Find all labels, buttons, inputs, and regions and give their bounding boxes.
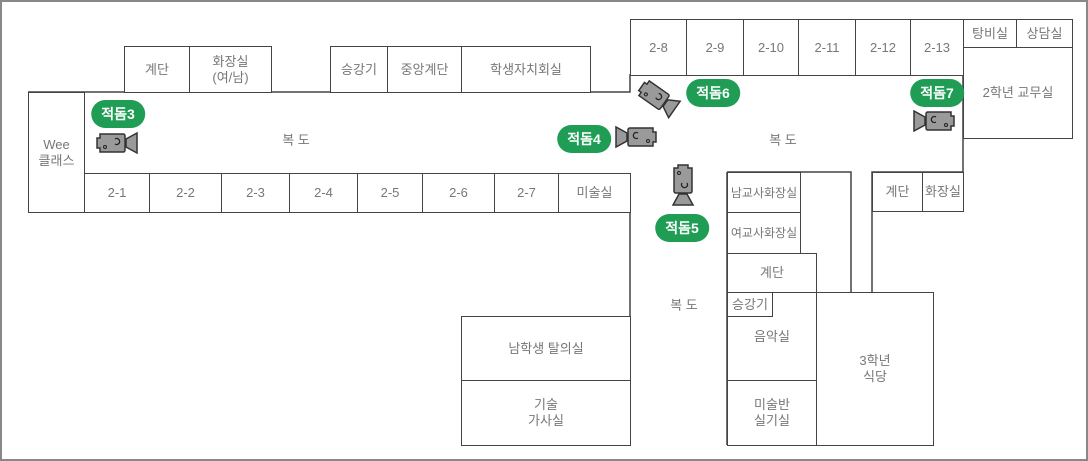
room-2-13[interactable]: 2-13	[910, 19, 964, 76]
camera-badge-6[interactable]: 적돔6	[686, 79, 740, 107]
camera-icon-7[interactable]	[912, 109, 956, 133]
room-teachers-office[interactable]: 2학년 교무실	[963, 47, 1073, 139]
room-stairs-right[interactable]: 계단	[872, 172, 923, 212]
camera-icon-4[interactable]	[614, 125, 658, 149]
room-2-3[interactable]: 2-3	[221, 173, 290, 213]
room-2-7[interactable]: 2-7	[494, 173, 559, 213]
room-2-12[interactable]: 2-12	[855, 19, 911, 76]
room-restroom-top[interactable]: 화장실 (여/남)	[189, 46, 272, 93]
corridor-label-right: 복 도	[769, 132, 797, 148]
room-cafeteria[interactable]: 3학년 식당	[816, 292, 934, 446]
camera-badge-5[interactable]: 적돔5	[655, 214, 709, 242]
room-2-4[interactable]: 2-4	[289, 173, 358, 213]
room-student-council[interactable]: 학생자치회실	[461, 46, 591, 93]
camera-badge-3[interactable]: 적돔3	[91, 100, 145, 128]
room-2-5[interactable]: 2-5	[357, 173, 423, 213]
room-female-teacher-restroom[interactable]: 여교사화장실	[727, 212, 801, 254]
camera-icon-5[interactable]	[671, 163, 695, 207]
room-stairs-top[interactable]: 계단	[124, 46, 190, 93]
corridor-label-center: 복 도	[670, 297, 698, 313]
room-pantry[interactable]: 탕비실	[963, 19, 1017, 48]
room-boys-locker[interactable]: 남학생 탈의실	[461, 316, 631, 381]
room-2-2[interactable]: 2-2	[149, 173, 222, 213]
room-art-practice[interactable]: 미술반 실기실	[727, 380, 817, 446]
room-stairs-mid[interactable]: 계단	[727, 253, 817, 293]
room-art[interactable]: 미술실	[558, 173, 631, 213]
room-2-11[interactable]: 2-11	[798, 19, 856, 76]
camera-badge-7[interactable]: 적돔7	[910, 79, 964, 107]
room-2-6[interactable]: 2-6	[422, 173, 495, 213]
room-male-teacher-restroom[interactable]: 남교사화장실	[727, 172, 801, 213]
camera-icon-3[interactable]	[95, 131, 139, 155]
room-2-9[interactable]: 2-9	[686, 19, 744, 76]
room-2-8[interactable]: 2-8	[630, 19, 687, 76]
room-central-stairs[interactable]: 중앙계단	[387, 46, 462, 93]
camera-badge-4[interactable]: 적돔4	[557, 125, 611, 153]
room-2-1[interactable]: 2-1	[84, 173, 150, 213]
room-2-10[interactable]: 2-10	[743, 19, 799, 76]
room-elevator-mid[interactable]: 승강기	[727, 292, 773, 317]
room-restroom-right[interactable]: 화장실	[922, 172, 964, 212]
room-counseling[interactable]: 상담실	[1016, 19, 1073, 48]
corridor-label-left: 복 도	[282, 132, 310, 148]
room-elevator-top[interactable]: 승강기	[330, 46, 388, 93]
room-tech-home[interactable]: 기술 가사실	[461, 380, 631, 446]
room-wee-class[interactable]: Wee 클래스	[28, 92, 85, 213]
